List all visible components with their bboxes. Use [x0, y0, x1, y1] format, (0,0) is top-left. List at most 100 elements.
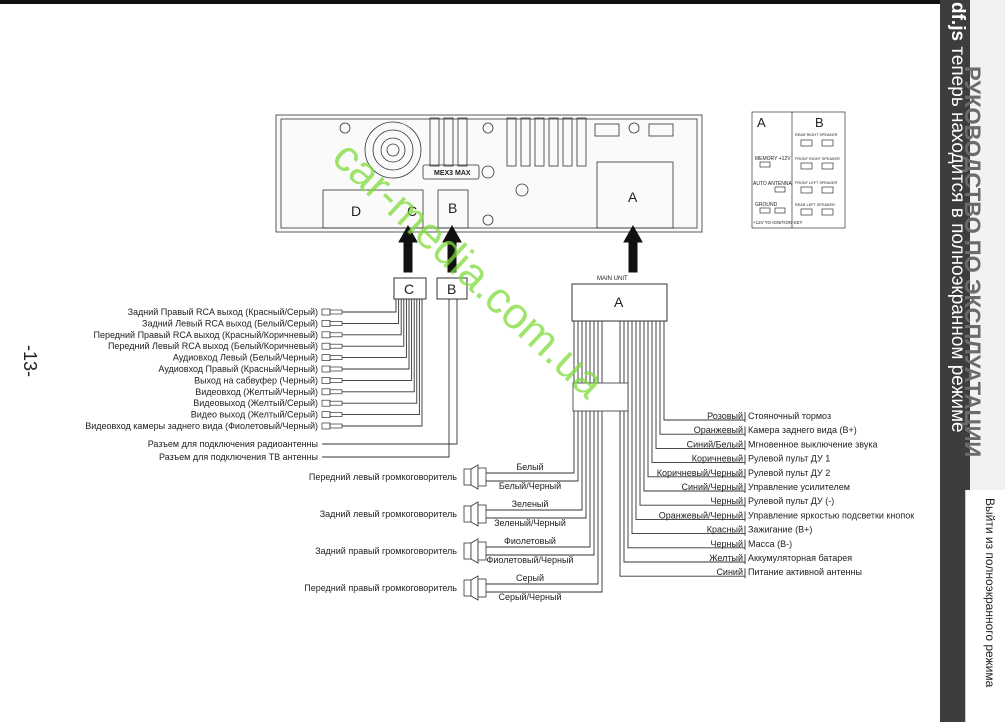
exit-fullscreen-button[interactable] — [965, 490, 1005, 722]
antenna-cables: Разъем для подключения радиоантенныРазъе… — [148, 299, 458, 462]
harness-clip — [572, 382, 629, 412]
main-wire-function-label: Зажигание (В+) — [748, 525, 812, 535]
speaker-wire — [486, 321, 575, 474]
main-wire-color-label: Синий — [716, 567, 743, 577]
iso-ignition-label: +12V TO IGNITION KEY — [753, 220, 802, 225]
rca-plug-icon — [329, 332, 343, 338]
unit-brand-label: MEX3 MAX — [434, 170, 471, 177]
rca-wire — [342, 299, 423, 427]
speaker-wire — [486, 321, 579, 482]
connector-d-label: D — [351, 203, 361, 219]
rca-label: Видеовход камеры заднего вида (Фиолетовы… — [85, 421, 318, 431]
main-wire-color-label: Красный — [707, 525, 743, 535]
speaker-name-label: Передний левый громкоговоритель — [309, 472, 457, 482]
rca-plug-icon — [321, 342, 331, 350]
speaker-terminal-icon — [477, 467, 487, 487]
plug-a-label: A — [614, 294, 624, 310]
rca-plug-icon — [329, 366, 343, 372]
rca-wire — [342, 299, 407, 359]
speaker-name-label: Задний правый громкоговоритель — [315, 546, 457, 556]
main-wire-color-label: Коричневый — [692, 454, 743, 464]
rca-plug-icon — [329, 412, 343, 417]
speaker-icon — [470, 464, 479, 490]
rca-wire — [342, 299, 400, 324]
rca-label: Передний Левый RCA выход (Белый/Коричнев… — [108, 341, 318, 351]
rca-plug-icon — [329, 343, 343, 349]
rca-plug-icon — [329, 309, 343, 315]
main-wire — [663, 321, 745, 421]
connector-c-label: C — [407, 203, 417, 219]
main-wire-function-label: Масса (В-) — [748, 539, 792, 549]
speaker-icon — [463, 468, 472, 486]
rca-plug-icon — [329, 321, 343, 326]
main-wire-color-label: Синий/Белый — [687, 439, 743, 449]
iso-memory-label: MEMORY +12V — [755, 156, 791, 162]
speaker-terminal-icon — [477, 578, 487, 598]
main-wire — [643, 321, 745, 492]
speaker-wire-label: Зеленый/Черный — [494, 518, 566, 528]
rca-label: Аудиовход Левый (Белый/Черный) — [173, 353, 318, 363]
speaker-icon — [470, 501, 479, 527]
iso-rear-left-label: REAR LEFT SPEAKER — [795, 203, 835, 207]
connector-b-label: B — [448, 200, 457, 216]
speaker-wire-label: Фиолетовый — [504, 536, 556, 546]
main-wire-function-label: Питание активной антенны — [748, 567, 862, 577]
antenna-label: Разъем для подключения ТВ антенны — [159, 452, 318, 462]
main-wire-color-label: Синий/Черный — [681, 482, 743, 492]
rca-label: Передний Правый RCA выход (Красный/Корич… — [94, 330, 318, 340]
plug-b-label: B — [447, 281, 456, 297]
speaker-icon — [463, 579, 472, 597]
iso-connector-inset — [751, 111, 846, 229]
rca-label: Видеовыход (Желтый/Серый) — [193, 398, 318, 408]
speaker-wire-label: Серый — [516, 573, 544, 583]
main-wire-color-label: Черный — [711, 539, 743, 549]
rca-label: Выход на сабвуфер (Черный) — [194, 375, 318, 385]
main-wire-color-label: Оранжевый — [694, 425, 743, 435]
main-wire-color-label: Желтый — [709, 553, 743, 563]
main-wire — [651, 321, 745, 464]
connection-arrows — [398, 224, 643, 273]
main-wire — [655, 321, 745, 449]
antenna-wire — [322, 299, 450, 458]
rca-label: Видеовход (Желтый/Черный) — [195, 387, 318, 397]
main-wire-function-label: Управление яркостью подсветки кнопок — [748, 510, 914, 520]
rca-label: Задний Левый RCA выход (Белый/Серый) — [142, 318, 318, 328]
rca-cables: Задний Правый RCA выход (Красный/Серый)З… — [85, 299, 423, 431]
antenna-wire — [322, 299, 458, 445]
iso-header-b: B — [815, 115, 824, 130]
speaker-wire-label: Белый — [516, 462, 543, 472]
speaker-wire-label: Фиолетовый/Черный — [487, 555, 574, 565]
rca-label: Видео выход (Желтый/Серый) — [191, 410, 318, 420]
main-wire-function-label: Стояночный тормоз — [748, 411, 831, 421]
speaker-name-label: Передний правый громкоговоритель — [304, 583, 457, 593]
rca-plug-icon — [329, 378, 343, 383]
iso-front-right-label: FRONT RIGHT SPEAKER — [795, 157, 840, 161]
main-unit-label: MAIN UNIT — [597, 276, 628, 282]
iso-auto-antenna-label: AUTO ANTENNA — [753, 181, 792, 187]
rca-wire — [342, 299, 410, 370]
main-wire-color-label: Розовый — [707, 411, 743, 421]
speaker-wire-label: Серый/Черный — [499, 592, 562, 602]
rca-wire — [342, 299, 413, 381]
iso-front-left-label: FRONT LEFT SPEAKER — [795, 181, 838, 185]
rca-plug-icon — [321, 331, 331, 339]
rca-plug-icon — [321, 399, 331, 407]
antenna-label: Разъем для подключения радиоантенны — [148, 439, 318, 449]
rca-wire — [342, 299, 397, 313]
main-wire — [659, 321, 745, 435]
main-wire — [639, 321, 745, 506]
rca-plug-icon — [321, 365, 331, 373]
main-wire — [631, 321, 745, 535]
exit-fullscreen-label[interactable]: Выйти из полноэкранного режима — [983, 498, 997, 688]
rca-wire — [342, 299, 415, 393]
rca-label: Задний Правый RCA выход (Красный/Серый) — [128, 307, 318, 317]
speaker-terminal-icon — [477, 541, 487, 561]
head-unit-rear — [275, 114, 703, 233]
main-wire-color-label: Оранжевый/Черный — [659, 510, 743, 520]
rca-wire — [342, 299, 418, 404]
rca-label: Аудиовход Правый (Красный/Черный) — [158, 364, 318, 374]
plug-boxes — [393, 277, 668, 322]
main-wire-color-label: Черный — [711, 496, 743, 506]
rca-plug-icon — [321, 388, 331, 396]
speaker-icon — [463, 505, 472, 523]
